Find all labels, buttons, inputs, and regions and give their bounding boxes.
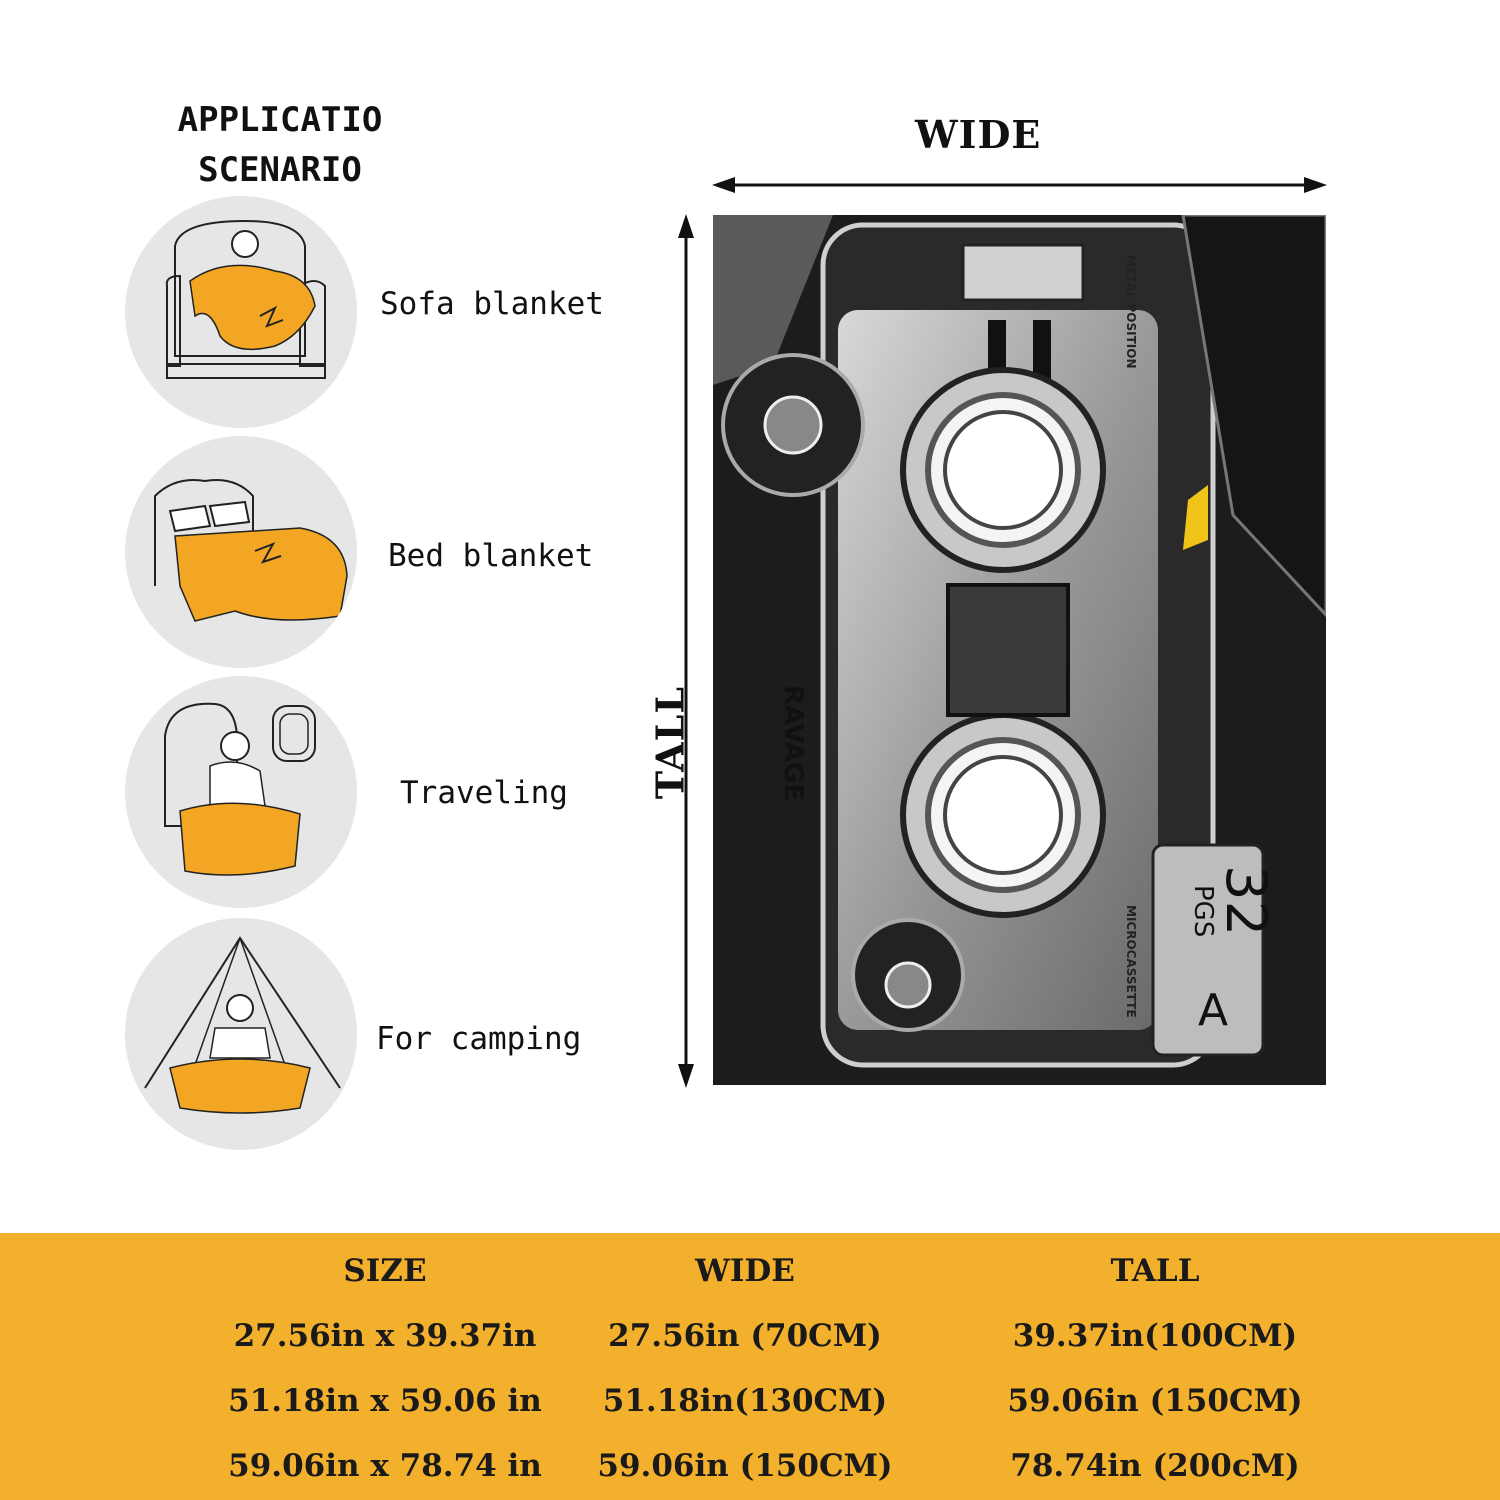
row3-size: 59.06in x 78.74 in	[228, 1448, 542, 1484]
scenario-label-traveling: Traveling	[400, 775, 568, 811]
row3-tall: 78.74in (200cM)	[1010, 1448, 1300, 1484]
blanket-artwork: RAVAGE METAL POSITION MICROCASSETTE 32 P…	[713, 215, 1326, 1085]
row2-size: 51.18in x 59.06 in	[228, 1383, 542, 1419]
row1-tall: 39.37in(100CM)	[1012, 1318, 1298, 1354]
header-wide: WIDE	[695, 1253, 795, 1289]
header-tall: TALL	[1110, 1253, 1200, 1289]
metal-position-text: METAL POSITION	[1124, 255, 1138, 369]
row1-size: 27.56in x 39.37in	[233, 1318, 537, 1354]
row1-wide: 27.56in (70CM)	[608, 1318, 882, 1354]
row3-wide: 59.06in (150CM)	[597, 1448, 893, 1484]
badge-number: 32	[1213, 865, 1278, 937]
microcassette-text: MICROCASSETTE	[1124, 905, 1138, 1018]
side-letter: A	[1198, 985, 1229, 1036]
scenario-label-camping: For camping	[376, 1021, 582, 1057]
wide-label: WIDE	[915, 112, 1042, 157]
scenario-title-line1: APPLICATIO	[177, 100, 383, 140]
size-table: SIZE WIDE TALL 27.56in x 39.37in 27.56in…	[0, 1233, 1500, 1500]
airplane-seat-icon	[125, 676, 357, 908]
scenario-title-line2: SCENARIO	[198, 150, 362, 190]
badge-sub: PGS	[1188, 885, 1218, 938]
tent-icon	[125, 918, 357, 1150]
scenario-title: APPLICATIO SCENARIO	[140, 95, 420, 195]
header-size: SIZE	[343, 1253, 427, 1289]
scenario-label-sofa: Sofa blanket	[380, 286, 604, 322]
brand-text: RAVAGE	[778, 685, 808, 801]
row2-wide: 51.18in(130CM)	[602, 1383, 888, 1419]
row2-tall: 59.06in (150CM)	[1007, 1383, 1303, 1419]
bed-icon	[125, 436, 357, 668]
tall-label: TALL	[647, 685, 693, 800]
sofa-icon	[125, 196, 357, 428]
scenario-label-bed: Bed blanket	[388, 538, 594, 574]
